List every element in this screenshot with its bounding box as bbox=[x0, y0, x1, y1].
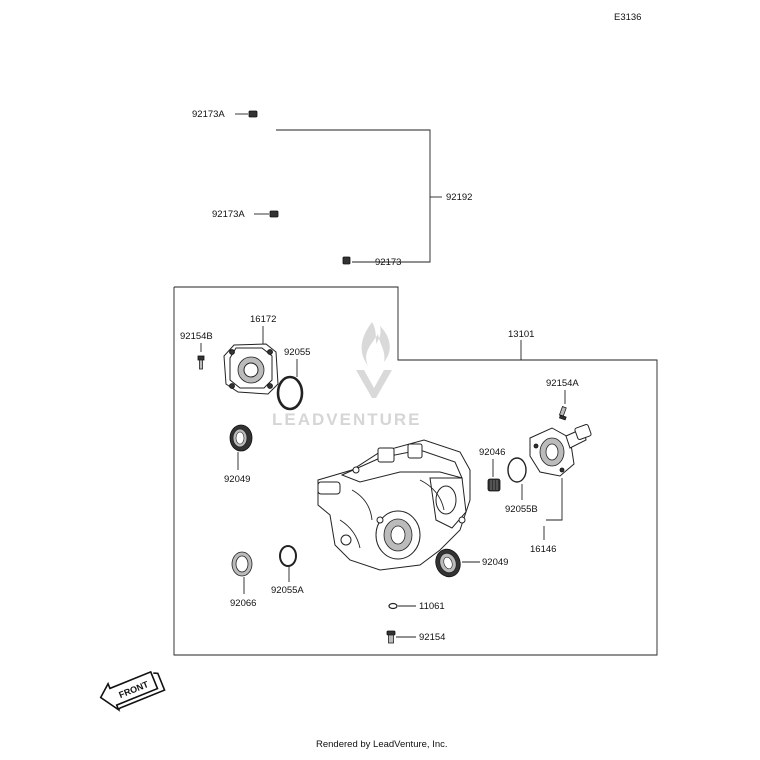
clamp-92173a-top bbox=[248, 110, 258, 118]
bolt-92154b bbox=[197, 355, 205, 370]
label-92173a-bottom: 92173A bbox=[212, 209, 245, 220]
label-16172: 16172 bbox=[250, 314, 276, 325]
seal-92066 bbox=[231, 551, 253, 577]
watermark-text: LEADVENTURE bbox=[272, 410, 422, 429]
label-92049-right: 92049 bbox=[482, 557, 508, 568]
label-92154a: 92154A bbox=[546, 378, 579, 389]
o-ring-92055b bbox=[507, 457, 527, 483]
oil-seal-92049-right bbox=[435, 548, 461, 578]
leadventure-watermark: LEADVENTURE bbox=[272, 322, 422, 429]
label-92154b: 92154B bbox=[180, 331, 213, 342]
bolt-92154 bbox=[386, 630, 396, 644]
o-ring-92055a bbox=[279, 545, 297, 567]
bolt-92154a bbox=[558, 406, 567, 421]
bracket-92192 bbox=[276, 129, 431, 263]
oil-seal-92049-left bbox=[229, 424, 253, 452]
label-11061: 11061 bbox=[419, 601, 445, 612]
label-92055a: 92055A bbox=[271, 585, 304, 596]
label-92055: 92055 bbox=[284, 347, 310, 358]
assembly-frame bbox=[173, 286, 658, 656]
cover-16172 bbox=[223, 343, 279, 395]
label-92173: 92173 bbox=[375, 257, 401, 268]
differential-housing bbox=[317, 439, 471, 571]
front-arrow: FRONT bbox=[99, 670, 166, 712]
output-flange-16146 bbox=[529, 424, 592, 477]
clamp-92173 bbox=[342, 256, 351, 265]
label-92055b: 92055B bbox=[505, 504, 538, 515]
diagram-code: E3136 bbox=[614, 12, 641, 23]
label-13101: 13101 bbox=[508, 329, 534, 340]
label-92049-left: 92049 bbox=[224, 474, 250, 485]
bracket-16146 bbox=[546, 478, 563, 521]
footer-credit: Rendered by LeadVenture, Inc. bbox=[316, 739, 448, 750]
clamp-92173a-bottom bbox=[269, 210, 279, 218]
label-92046: 92046 bbox=[479, 447, 505, 458]
label-92154: 92154 bbox=[419, 632, 445, 643]
label-92066: 92066 bbox=[230, 598, 256, 609]
gasket-11061 bbox=[388, 602, 398, 610]
label-16146: 16146 bbox=[530, 544, 556, 555]
o-ring-92055 bbox=[276, 375, 304, 411]
breather-hose bbox=[224, 58, 352, 257]
label-92173a-top: 92173A bbox=[192, 109, 225, 120]
bearing-92046 bbox=[487, 478, 501, 492]
label-92192: 92192 bbox=[446, 192, 472, 203]
